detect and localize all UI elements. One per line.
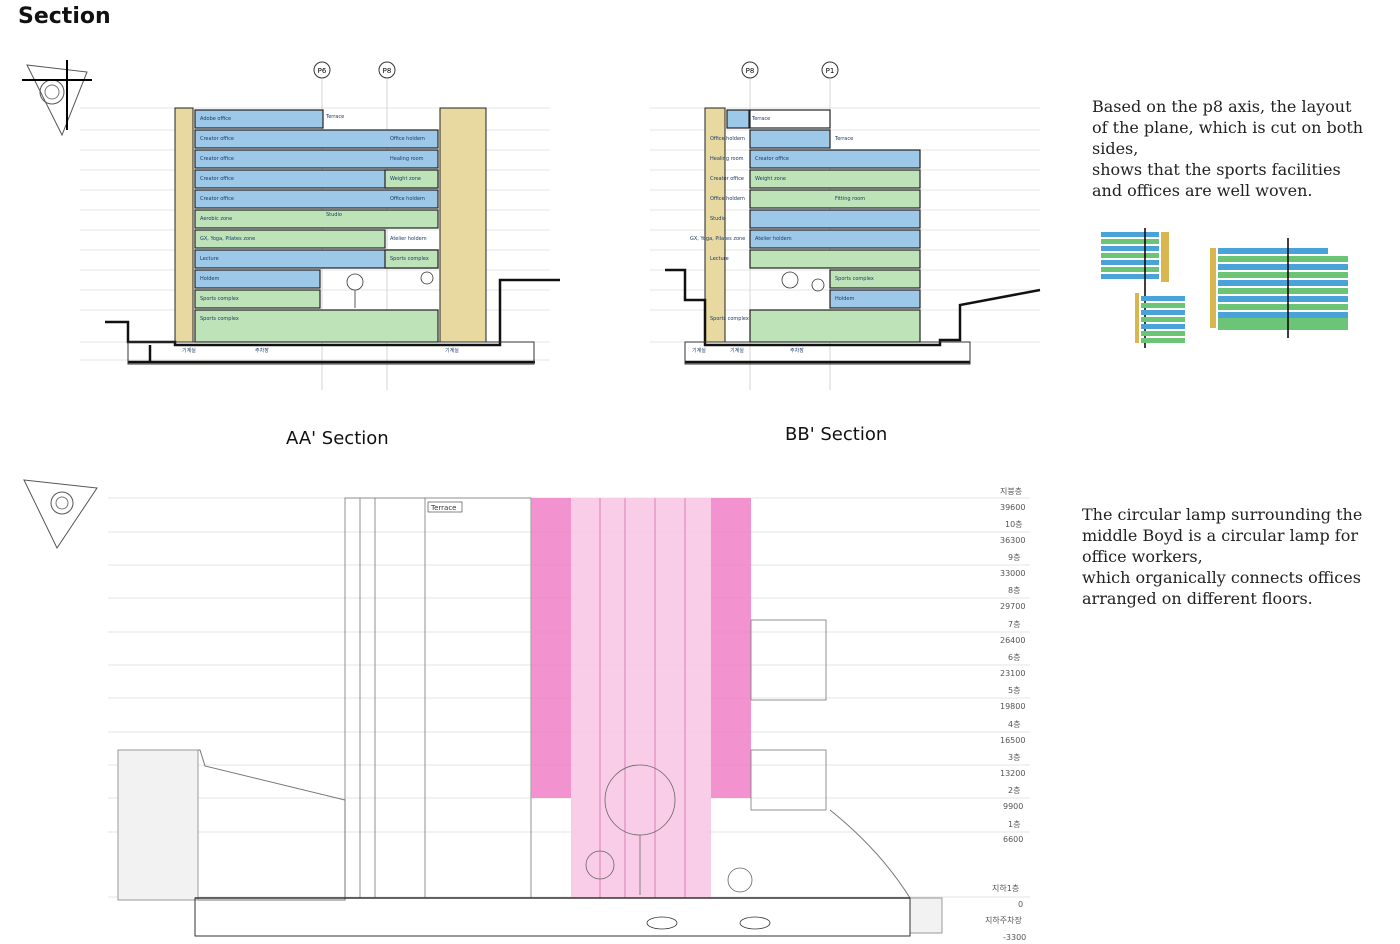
level-name: 지하1층 [992, 883, 1019, 893]
room-label: GX, Yoga, Pilates zone [690, 236, 745, 242]
room-label: Office holdem [710, 136, 745, 142]
axis-label-p8: P8 [383, 67, 392, 75]
room-label: Terrace [751, 116, 770, 122]
room-label: Atelier holdem [755, 236, 792, 242]
room-label: Healing room [710, 156, 744, 162]
room-label: 주차장 [255, 347, 269, 354]
room-label: 기계실 [445, 347, 459, 354]
aa-section-caption: AA' Section [286, 428, 389, 449]
room-label: Studio [710, 216, 726, 222]
aa-section-drawing: P6 P8 [22, 60, 560, 390]
room-label: Office holdem [390, 136, 425, 142]
room-label: 주차장 [790, 347, 804, 354]
room-label: Creator office [200, 176, 234, 182]
level-value: 29700 [1000, 602, 1025, 611]
level-value: 16500 [1000, 736, 1025, 745]
level-name: 6층 [1008, 653, 1020, 662]
level-value: 36300 [1000, 536, 1025, 545]
room-label: Creator office [710, 176, 744, 182]
bb-section-drawing: P8 P1 Office holdem Healing room [650, 61, 1041, 390]
room-label: Lecture [710, 256, 729, 262]
level-value: 26400 [1000, 636, 1025, 645]
room-label: Creator office [200, 156, 234, 162]
room-label: Holdem [835, 296, 854, 302]
circular-lamp-description: The circular lamp surrounding the middle… [1082, 505, 1363, 608]
room-label: Adobe office [200, 116, 231, 122]
axis-label-p8: P8 [746, 67, 755, 75]
level-value: 0 [1018, 900, 1023, 909]
room-label: Fitting room [835, 196, 865, 202]
level-name: 4층 [1008, 720, 1020, 729]
room-label: Studio [326, 212, 342, 218]
axis-label-p1: P1 [826, 67, 835, 75]
room-label: Sports complex [200, 316, 239, 322]
level-name: 2층 [1008, 786, 1020, 795]
room-label: Creator office [200, 196, 234, 202]
level-labels: 지붕층 39600 10층 36300 9층 33000 8층 29700 7층… [985, 487, 1026, 942]
key-plan-elevation [23, 479, 98, 550]
room-label: Terrace [834, 136, 853, 142]
level-value: -3300 [1003, 933, 1026, 942]
room-label: 기계실 [182, 347, 196, 354]
axis-label-p6: P6 [318, 67, 327, 75]
level-name: 7층 [1008, 620, 1020, 629]
room-label: Healing room [390, 156, 424, 162]
room-label: Atelier holdem [390, 236, 427, 242]
room-label: Office holdem [710, 196, 745, 202]
room-label: Lecture [200, 256, 219, 262]
level-value: 19800 [1000, 702, 1025, 711]
level-name: 3층 [1008, 753, 1020, 762]
floor-weave-diagram [1101, 228, 1348, 348]
bb-section-caption: BB' Section [785, 424, 888, 445]
room-label: Office holdem [390, 196, 425, 202]
room-label: Sports complex [200, 296, 239, 302]
level-name: 5층 [1008, 686, 1020, 695]
level-value: 9900 [1003, 802, 1023, 811]
room-label: Weight zone [755, 176, 786, 182]
p8-axis-description: Based on the p8 axis, the layout of the … [1092, 97, 1364, 200]
room-label: 기계실 [730, 347, 744, 354]
level-name: 1층 [1008, 820, 1020, 829]
elevation-section-drawing: Terrace 지붕층 39600 10층 36300 9층 33000 8층 … [23, 479, 1030, 942]
level-name: 10층 [1005, 520, 1023, 529]
key-plan-aa [22, 60, 92, 137]
level-name: 지붕층 [1000, 487, 1022, 496]
level-value: 23100 [1000, 669, 1025, 678]
level-name: 9층 [1008, 553, 1020, 562]
room-label: Terrace [325, 114, 344, 120]
level-value: 33000 [1000, 569, 1025, 578]
page-title: Section [18, 4, 111, 29]
level-value: 13200 [1000, 769, 1025, 778]
room-label: Weight zone [390, 176, 421, 182]
terrace-tag: Terrace [430, 504, 456, 512]
room-label: Creator office [200, 136, 234, 142]
room-label: Sports complex [835, 276, 874, 282]
level-value: 6600 [1003, 835, 1023, 844]
room-label: 기계실 [692, 347, 706, 354]
room-label: Creator office [755, 156, 789, 162]
level-name: 지하주차장 [985, 915, 1022, 925]
room-label: GX, Yoga, Pilates zone [200, 236, 255, 242]
room-label: Sports complex [710, 316, 749, 322]
room-label: Sports complex [390, 256, 429, 262]
room-label: Aerobic zone [200, 216, 232, 222]
level-name: 8층 [1008, 586, 1020, 595]
level-value: 39600 [1000, 503, 1025, 512]
room-label: Holdem [200, 276, 219, 282]
